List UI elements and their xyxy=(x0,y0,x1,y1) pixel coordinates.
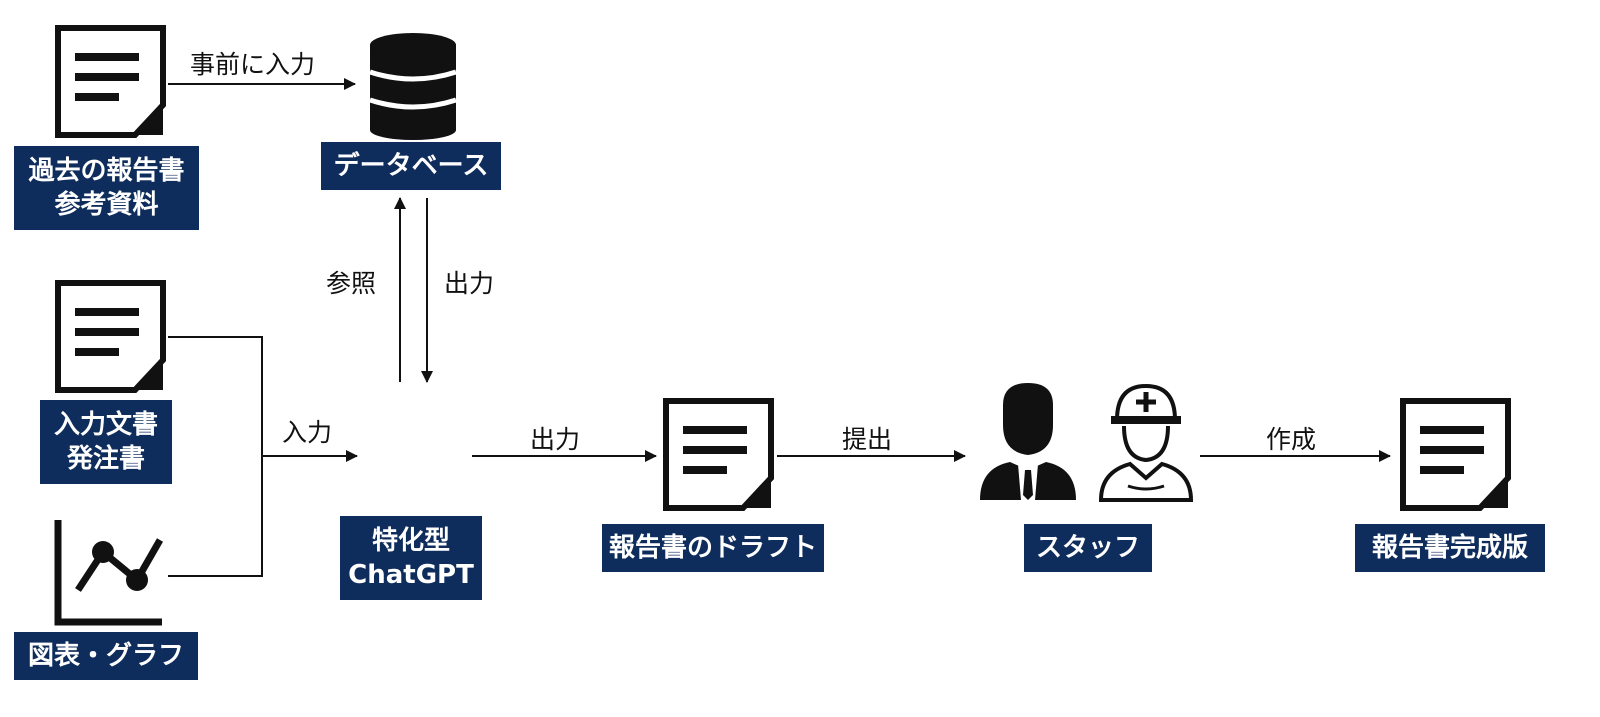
final-label: 報告書完成版 xyxy=(1355,524,1545,572)
businessman-icon xyxy=(980,383,1076,500)
input-docs-label: 入力文書 発注書 xyxy=(40,400,172,484)
bracket-inputs xyxy=(168,336,263,577)
charts-text: 図表・グラフ xyxy=(27,641,184,671)
staff-label: スタッフ xyxy=(1024,524,1152,572)
edge-label-reference: 参照 xyxy=(326,269,377,298)
charts-label: 図表・グラフ xyxy=(14,632,198,680)
past-reports-line2: 参考資料 xyxy=(54,190,159,220)
hardhat-worker-icon xyxy=(1098,383,1194,502)
staff-text: スタッフ xyxy=(1035,533,1140,563)
input-docs-line1: 入力文書 xyxy=(53,410,158,440)
chatgpt-label: 特化型 ChatGPT xyxy=(340,516,482,600)
input-docs-line2: 発注書 xyxy=(66,444,145,474)
line-chart-icon xyxy=(54,520,164,626)
edge-label-pre-input: 事前に入力 xyxy=(190,50,316,79)
final-text: 報告書完成版 xyxy=(1371,533,1528,563)
document-icon xyxy=(55,25,166,138)
document-icon xyxy=(663,398,774,511)
chatgpt-line1: 特化型 xyxy=(371,526,450,556)
connectors xyxy=(168,78,1391,577)
edge-label-gpt-output: 出力 xyxy=(530,425,581,454)
draft-label: 報告書のドラフト xyxy=(602,524,824,572)
document-icon xyxy=(1400,398,1511,511)
chatgpt-line2: ChatGPT xyxy=(348,560,474,590)
database-text: データベース xyxy=(333,151,489,181)
edge-label-db-output: 出力 xyxy=(444,269,495,298)
past-reports-line1: 過去の報告書 xyxy=(28,156,185,186)
draft-text: 報告書のドラフト xyxy=(608,533,817,563)
document-icon xyxy=(55,280,166,393)
database-icon xyxy=(369,33,457,140)
edge-label-submit: 提出 xyxy=(842,425,893,454)
database-label: データベース xyxy=(321,142,501,190)
edge-label-create: 作成 xyxy=(1266,425,1317,454)
past-reports-label: 過去の報告書 参考資料 xyxy=(14,146,199,230)
chatgpt-logo-icon xyxy=(383,420,451,494)
edge-label-input: 入力 xyxy=(282,418,333,447)
